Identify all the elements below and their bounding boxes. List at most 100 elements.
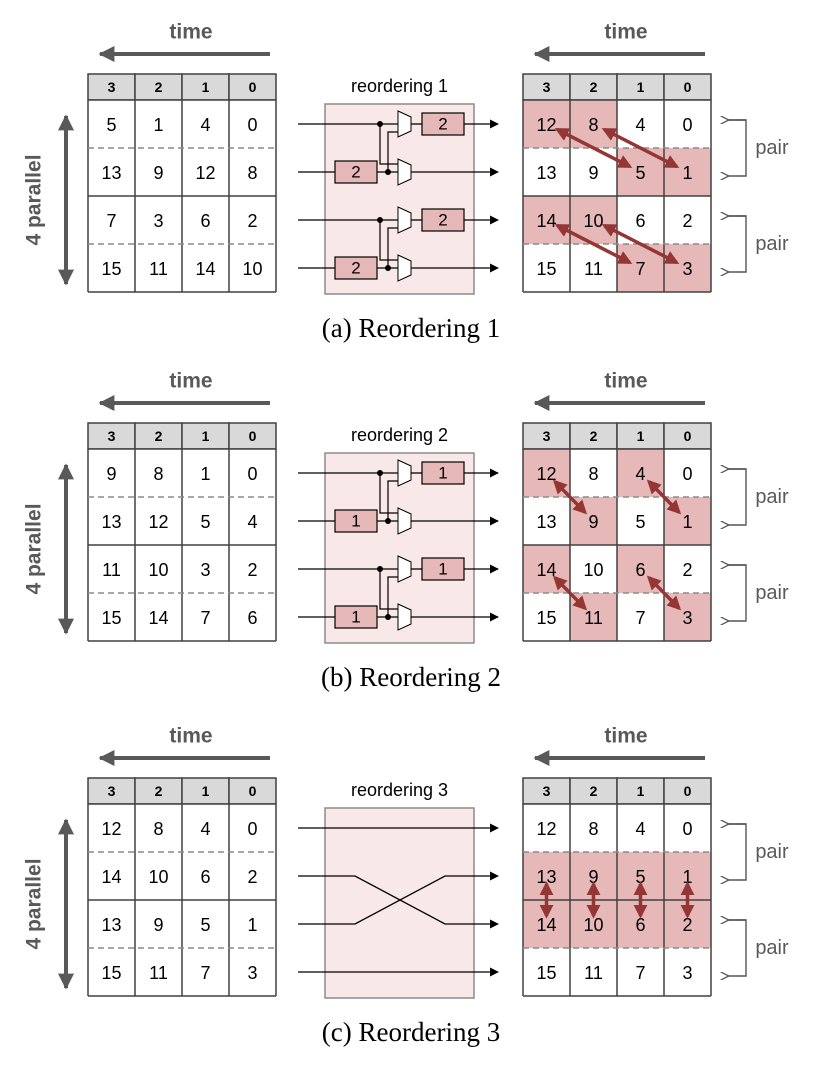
- output-grid-value: 1: [682, 512, 692, 532]
- input-grid-header-cell: [87, 422, 136, 450]
- pair-label: pair: [755, 233, 789, 255]
- input-grid-cell: [182, 100, 229, 148]
- output-grid-header-label: 2: [590, 428, 598, 444]
- input-grid-cell: [88, 804, 135, 852]
- input-grid-cell: [135, 852, 182, 900]
- junction-dot: [385, 614, 391, 620]
- input-grid-cell: [135, 545, 182, 593]
- output-grid-value: 0: [682, 464, 692, 484]
- input-grid-header-label: 1: [202, 783, 210, 799]
- input-grid-cell: [135, 148, 182, 196]
- delay-label: 1: [438, 560, 447, 579]
- output-grid-value: 12: [536, 819, 556, 839]
- input-grid-cell: [135, 196, 182, 244]
- junction-dot: [385, 265, 391, 271]
- time-label: time: [604, 370, 647, 393]
- input-grid-value: 11: [149, 259, 168, 279]
- output-grid-header-cell: [522, 73, 571, 101]
- output-grid-header-label: 0: [684, 428, 692, 444]
- input-grid-cell: [229, 497, 276, 545]
- input-grid-value: 8: [153, 819, 163, 839]
- input-grid-value: 15: [101, 608, 121, 628]
- cross-wire: [379, 124, 398, 165]
- output-grid-header-label: 2: [590, 79, 598, 95]
- input-grid-cell: [182, 244, 229, 292]
- pair-label: pair: [755, 582, 789, 604]
- output-grid-value: 0: [682, 819, 692, 839]
- output-grid-cell: [617, 948, 664, 996]
- input-grid-cell: [88, 948, 135, 996]
- parallel-label: 4 parallel: [23, 503, 46, 594]
- output-grid-value: 9: [588, 163, 598, 183]
- time-label: time: [169, 21, 212, 44]
- input-grid-header-cell: [134, 777, 183, 805]
- input-grid-value: 0: [247, 464, 257, 484]
- cross-wire: [379, 473, 398, 514]
- pair-bracket: [728, 919, 747, 976]
- input-grid-cell: [182, 196, 229, 244]
- input-grid-value: 4: [200, 115, 210, 135]
- pair-bracket: [728, 215, 747, 272]
- mux-icon: [397, 459, 412, 487]
- input-grid-header-cell: [134, 73, 183, 101]
- input-grid-value: 9: [153, 163, 163, 183]
- input-grid-value: 14: [101, 867, 121, 887]
- output-grid-value: 4: [635, 115, 645, 135]
- output-grid-value: 6: [635, 915, 645, 935]
- input-grid-header-label: 3: [108, 783, 116, 799]
- delay-label: 2: [438, 211, 447, 230]
- input-grid-value: 13: [101, 163, 121, 183]
- output-grid-cell: [570, 948, 617, 996]
- output-grid-value: 6: [635, 211, 645, 231]
- input-grid-value: 7: [200, 608, 210, 628]
- input-grid-value: 2: [247, 560, 257, 580]
- input-grid-header-cell: [228, 777, 277, 805]
- output-grid-value: 3: [682, 608, 692, 628]
- output-grid-header-label: 1: [637, 79, 645, 95]
- pair-label: pair: [755, 137, 789, 159]
- panel-caption: (b) Reordering 2: [321, 662, 501, 692]
- input-grid-cell: [135, 449, 182, 497]
- input-grid-cell: [135, 900, 182, 948]
- input-grid-value: 9: [153, 915, 163, 935]
- input-grid-value: 13: [101, 915, 121, 935]
- output-grid-value: 11: [584, 608, 603, 628]
- input-grid-cell: [182, 900, 229, 948]
- input-grid-cell: [88, 593, 135, 641]
- input-grid-cell: [229, 244, 276, 292]
- junction-dot: [377, 566, 383, 572]
- output-grid-value: 10: [583, 560, 603, 580]
- output-grid-value: 1: [682, 867, 692, 887]
- input-grid-cell: [135, 948, 182, 996]
- junction-dot: [377, 217, 383, 223]
- input-grid-value: 10: [148, 867, 168, 887]
- output-grid-value: 2: [682, 211, 692, 231]
- input-grid-value: 4: [200, 819, 210, 839]
- input-grid-cell: [88, 545, 135, 593]
- pair-bracket: [728, 468, 747, 525]
- pair-label: pair: [755, 841, 789, 863]
- junction-dot: [385, 518, 391, 524]
- output-grid-value: 11: [584, 963, 603, 983]
- mux-icon: [397, 254, 412, 282]
- output-grid-value: 8: [588, 115, 598, 135]
- input-grid-cell: [135, 593, 182, 641]
- input-grid-header-label: 1: [202, 79, 210, 95]
- output-grid-header-label: 2: [590, 783, 598, 799]
- input-grid-value: 8: [247, 163, 257, 183]
- input-grid-header-cell: [228, 422, 277, 450]
- input-grid-cell: [182, 497, 229, 545]
- input-grid-value: 6: [200, 867, 210, 887]
- swap-arrow: [601, 127, 680, 169]
- input-grid-cell: [88, 196, 135, 244]
- output-grid-value: 6: [635, 560, 645, 580]
- input-grid-cell: [135, 804, 182, 852]
- input-grid-cell: [182, 948, 229, 996]
- input-grid-value: 13: [101, 512, 121, 532]
- input-grid-cell: [229, 804, 276, 852]
- input-grid-value: 1: [247, 915, 257, 935]
- pair-label: pair: [755, 937, 789, 959]
